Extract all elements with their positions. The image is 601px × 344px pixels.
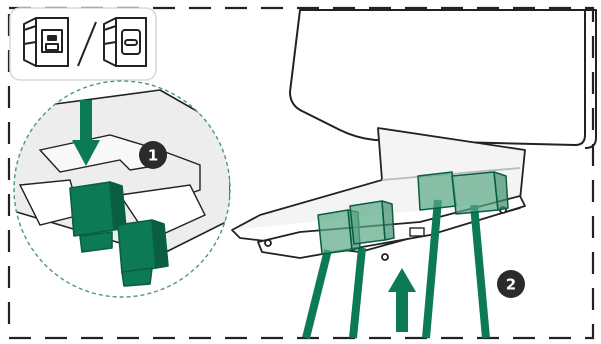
step-2-badge: 2 [497,270,525,298]
insert-arrow-up [388,268,416,332]
rj45-port-cover-icon [24,18,68,66]
connector-legend [10,8,156,80]
step-1-badge: 1 [139,141,167,169]
step-2-label: 2 [506,276,516,294]
detail-callout: 1 [10,81,230,297]
plate-port [410,228,424,236]
usb-c-port-cover-icon [104,18,146,66]
monitor-screen [290,10,596,148]
step-1-label: 1 [148,147,158,165]
